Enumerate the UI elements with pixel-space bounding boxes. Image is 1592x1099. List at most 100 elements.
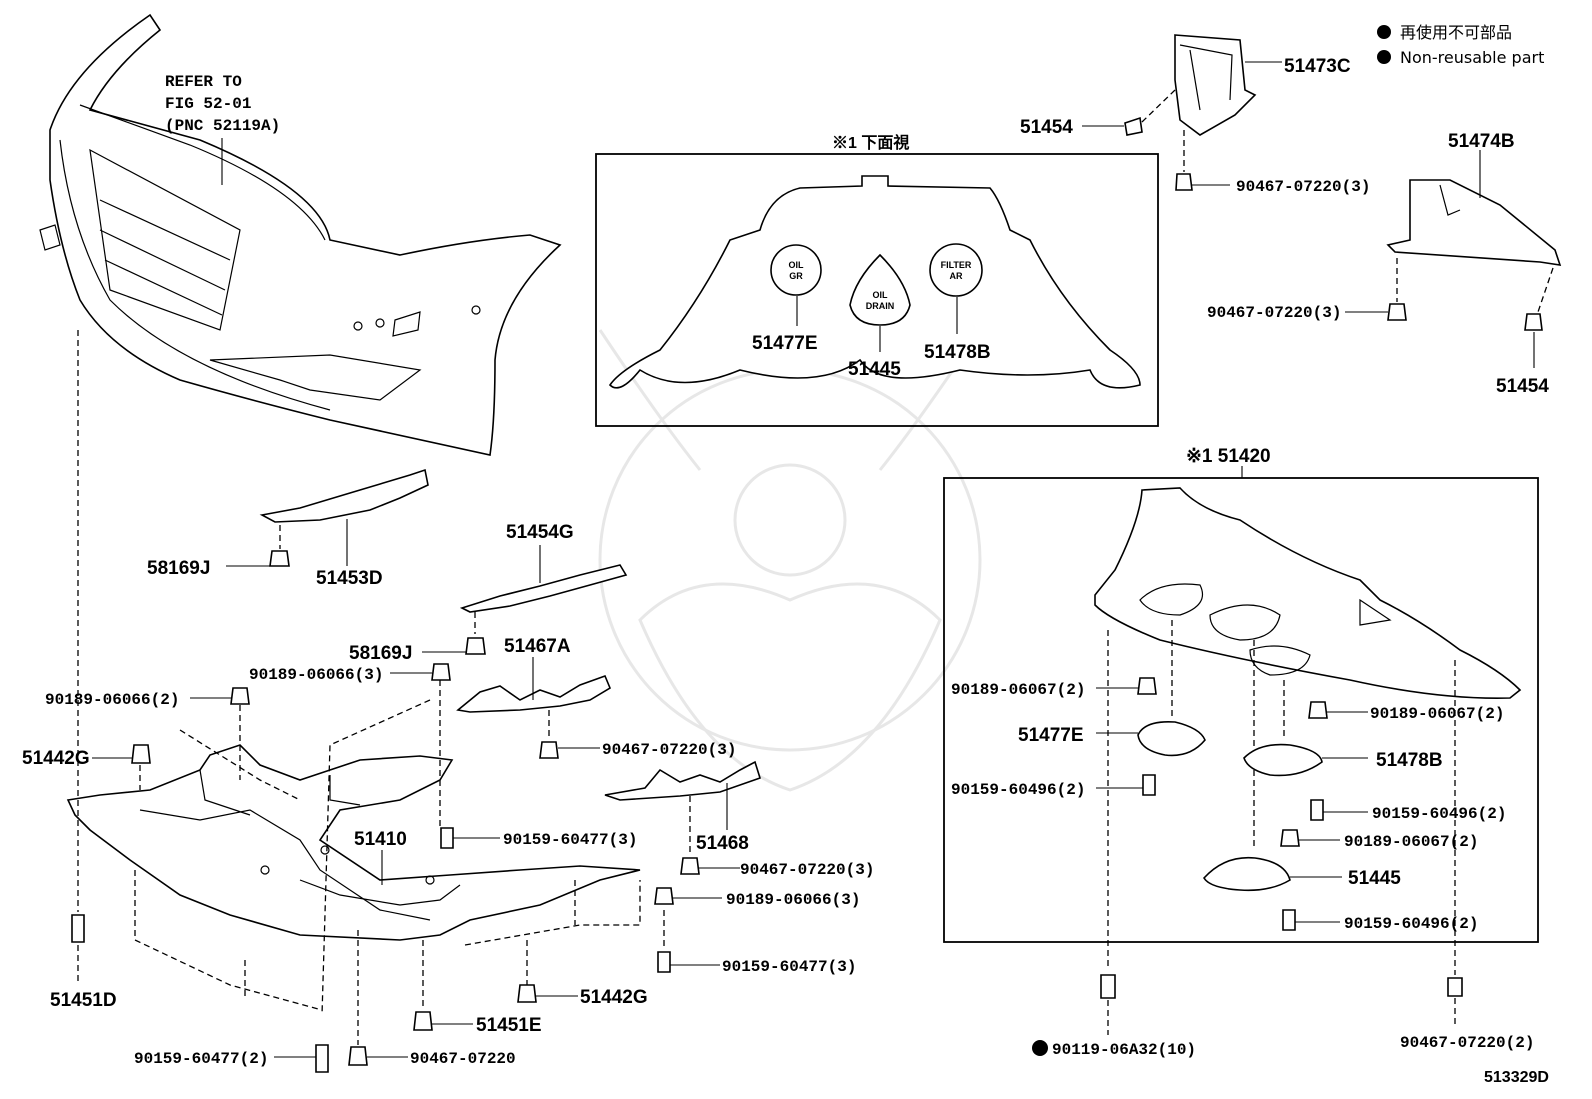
clip-icon bbox=[465, 637, 486, 655]
clip-icon bbox=[517, 984, 537, 1003]
bolt-icon bbox=[431, 663, 451, 681]
label-90467-07220-b: 90467-07220(3) bbox=[1207, 304, 1341, 322]
bracket-51473C bbox=[1174, 34, 1257, 136]
label-58169J-b: 58169J bbox=[349, 643, 412, 664]
non-reusable-bullet-icon bbox=[1377, 25, 1391, 39]
label-51467A: 51467A bbox=[504, 636, 571, 657]
screw-icon bbox=[315, 1044, 329, 1073]
label-90467-07220-a: 90467-07220(3) bbox=[1236, 178, 1370, 196]
label-58169J-a: 58169J bbox=[147, 558, 210, 579]
label-90467-07220-c: 90467-07220(3) bbox=[602, 741, 736, 759]
oil-drain-badge: OIL DRAIN bbox=[849, 253, 911, 326]
label-51478B-inset: 51478B bbox=[924, 342, 991, 363]
bolt-icon bbox=[348, 1046, 368, 1066]
label-51473C: 51473C bbox=[1284, 56, 1351, 77]
inset-51420-title: ※1 51420 bbox=[1186, 446, 1271, 467]
front-bumper-drawing bbox=[39, 13, 562, 456]
label-51410: 51410 bbox=[354, 829, 407, 850]
undercover-51420 bbox=[1094, 487, 1522, 699]
screw-icon bbox=[1142, 774, 1156, 796]
label-90189-06066-c: 90189-06066(3) bbox=[726, 891, 860, 909]
label-51454-top: 51454 bbox=[1020, 117, 1073, 138]
inset-bottom-view-frame bbox=[595, 153, 1159, 427]
label-51477E: 51477E bbox=[1018, 725, 1084, 746]
undercover-51410 bbox=[66, 744, 641, 941]
legend-en: Non-reusable part bbox=[1400, 48, 1544, 67]
filter-ar-badge: FILTER AR bbox=[929, 243, 983, 297]
gasket-51478B bbox=[1243, 743, 1323, 777]
bracket-51454G bbox=[459, 564, 628, 613]
screw-icon bbox=[1100, 974, 1116, 999]
legend-jp: 再使用不可部品 bbox=[1400, 23, 1512, 42]
diagram-id: 513329D bbox=[1484, 1069, 1549, 1086]
non-reusable-bullet-icon bbox=[1032, 1040, 1048, 1056]
screw-icon bbox=[1282, 909, 1296, 931]
clip-icon bbox=[1124, 116, 1143, 136]
screw-icon bbox=[1447, 977, 1463, 997]
screw-icon bbox=[657, 951, 671, 973]
label-90189-06067-b: 90189-06067(2) bbox=[1370, 705, 1504, 723]
bolt-icon bbox=[654, 887, 674, 905]
label-51468: 51468 bbox=[696, 833, 749, 854]
svg-text:AR: AR bbox=[950, 271, 963, 281]
clip-icon bbox=[1524, 313, 1543, 331]
refer-line-2: FIG 52-01 bbox=[165, 95, 251, 113]
watermark-emblem bbox=[598, 329, 982, 792]
label-51453D: 51453D bbox=[316, 568, 383, 589]
clip-icon bbox=[269, 550, 290, 567]
label-51454G: 51454G bbox=[506, 522, 574, 543]
bracket-51468 bbox=[604, 760, 761, 801]
inset-51420: ※1 51420 bbox=[943, 446, 1539, 975]
label-90189-06067-a: 90189-06067(2) bbox=[951, 681, 1085, 699]
bracket-51453D bbox=[259, 468, 429, 523]
bolt-icon bbox=[1175, 173, 1193, 191]
label-51442G-a: 51442G bbox=[22, 748, 90, 769]
svg-text:GR: GR bbox=[789, 271, 803, 281]
non-reusable-bullet-icon bbox=[1377, 50, 1391, 64]
oil-gr-badge: OIL GR bbox=[770, 244, 822, 296]
label-90159-60496-b: 90159-60496(2) bbox=[1372, 805, 1506, 823]
bolt-icon bbox=[539, 741, 559, 759]
bolt-icon bbox=[1387, 303, 1407, 321]
label-90189-06067-c: 90189-06067(2) bbox=[1344, 833, 1478, 851]
label-90467-07220-f: 90467-07220(2) bbox=[1400, 1034, 1534, 1052]
bracket-51474B bbox=[1386, 179, 1562, 266]
inset-bottom-view: ※1 下面視 OIL GR OIL DRAIN FILTER AR 51477E… bbox=[595, 133, 1159, 427]
label-90189-06066-a: 90189-06066(3) bbox=[249, 666, 383, 684]
bolt-icon bbox=[1137, 677, 1157, 695]
label-51442G-b: 51442G bbox=[580, 987, 648, 1008]
screw-icon bbox=[1310, 799, 1324, 821]
legend: 再使用不可部品 Non-reusable part bbox=[1377, 23, 1544, 67]
label-51451D: 51451D bbox=[50, 990, 117, 1011]
label-90159-60496-c: 90159-60496(2) bbox=[1344, 915, 1478, 933]
label-51445: 51445 bbox=[1348, 868, 1401, 889]
label-51454-right: 51454 bbox=[1496, 376, 1549, 397]
refer-line-3: (PNC 52119A) bbox=[165, 117, 280, 135]
label-90159-60477-c: 90159-60477(2) bbox=[134, 1050, 268, 1068]
label-90189-06066-b: 90189-06066(2) bbox=[45, 691, 179, 709]
label-90467-07220-e: 90467-07220 bbox=[410, 1050, 516, 1068]
label-90159-60496-a: 90159-60496(2) bbox=[951, 781, 1085, 799]
bolt-icon bbox=[1308, 701, 1328, 719]
label-90467-07220-d: 90467-07220(3) bbox=[740, 861, 874, 879]
label-90119-06A32: 90119-06A32(10) bbox=[1052, 1041, 1196, 1059]
bolt-icon bbox=[413, 1011, 433, 1031]
bolt-icon bbox=[230, 687, 250, 705]
svg-text:DRAIN: DRAIN bbox=[866, 301, 895, 311]
label-51474B: 51474B bbox=[1448, 131, 1515, 152]
clip-icon bbox=[131, 744, 151, 764]
label-90159-60477-a: 90159-60477(3) bbox=[503, 831, 637, 849]
screw-icon bbox=[71, 914, 85, 943]
svg-text:OIL: OIL bbox=[789, 260, 805, 270]
label-51477E-inset: 51477E bbox=[752, 333, 818, 354]
refer-line-1: REFER TO bbox=[165, 73, 242, 91]
bolt-icon bbox=[1280, 829, 1300, 847]
inset-51420-frame bbox=[943, 477, 1539, 943]
svg-text:FILTER: FILTER bbox=[941, 260, 972, 270]
gasket-51477E bbox=[1137, 720, 1206, 757]
label-51451E: 51451E bbox=[476, 1015, 542, 1036]
svg-text:OIL: OIL bbox=[873, 290, 889, 300]
label-90159-60477-b: 90159-60477(3) bbox=[722, 958, 856, 976]
bracket-51467A bbox=[456, 674, 612, 713]
